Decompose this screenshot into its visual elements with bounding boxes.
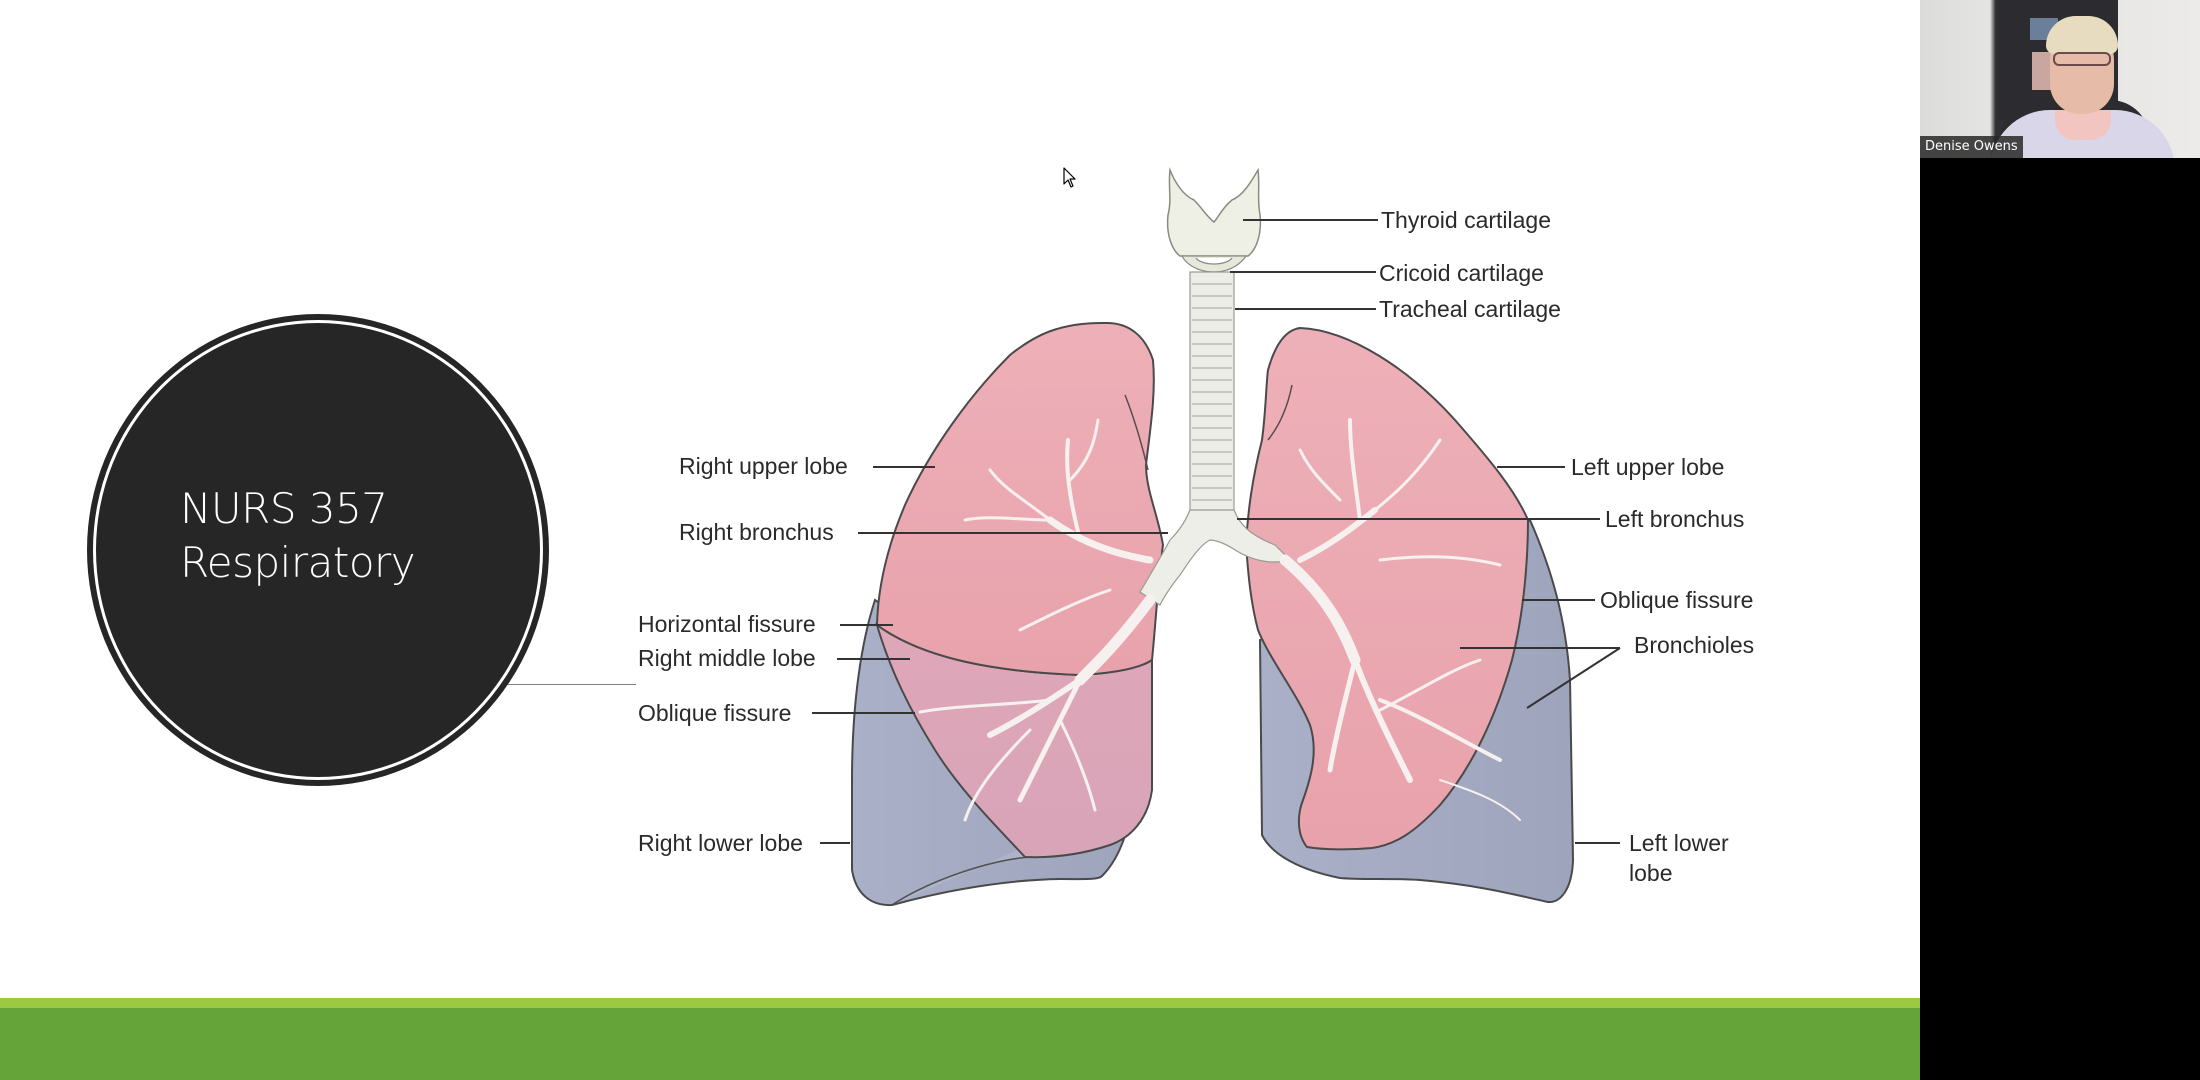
bronchial-tree — [918, 418, 1521, 822]
slide-title: NURS 357 Respiratory — [180, 482, 416, 590]
label-right-middle-lobe: Right middle lobe — [638, 645, 816, 671]
participant-name-label: Denise Owens — [1920, 136, 2023, 158]
title-line-topic: Respiratory — [180, 538, 416, 587]
title-line-course: NURS 357 — [180, 484, 388, 533]
leader-lines — [812, 219, 1621, 844]
video-person-glasses — [2053, 52, 2111, 66]
label-right-upper-lobe: Right upper lobe — [679, 453, 848, 479]
footer-accent-bar — [0, 998, 1920, 1008]
title-circle-ring — [93, 320, 543, 780]
label-oblique-fissure-left: Oblique fissure — [1600, 587, 1754, 613]
label-right-bronchus: Right bronchus — [679, 519, 834, 545]
video-background-item — [2032, 52, 2054, 90]
participant-video-tile[interactable]: Denise Owens — [1920, 0, 2200, 158]
label-right-lower-lobe: Right lower lobe — [638, 830, 803, 856]
label-bronchioles: Bronchioles — [1634, 632, 1755, 658]
label-left-upper-lobe: Left upper lobe — [1571, 454, 1725, 480]
label-tracheal-cartilage: Tracheal cartilage — [1379, 296, 1561, 322]
presentation-slide: Thyroid cartilage Cricoid cartilage Trac… — [0, 0, 1920, 1080]
left-upper-lobe — [1244, 326, 1530, 851]
mouse-cursor-icon — [1063, 167, 1076, 188]
video-person-hair — [2046, 16, 2118, 54]
title-circle — [87, 314, 549, 786]
footer-bar — [0, 1008, 1920, 1080]
label-cricoid-cartilage: Cricoid cartilage — [1379, 260, 1544, 286]
video-person-neck — [2055, 110, 2111, 140]
title-connector-line — [482, 684, 636, 685]
label-horizontal-fissure: Horizontal fissure — [638, 611, 816, 637]
label-thyroid-cartilage: Thyroid cartilage — [1381, 207, 1552, 233]
lung-anatomy-diagram — [812, 167, 1621, 907]
label-left-bronchus: Left bronchus — [1605, 506, 1745, 532]
label-oblique-fissure-right: Oblique fissure — [638, 700, 792, 726]
label-left-lower-lobe: Left lower — [1629, 830, 1729, 856]
larynx — [1166, 167, 1262, 257]
label-left-lower-lobe-line2: lobe — [1629, 860, 1673, 886]
